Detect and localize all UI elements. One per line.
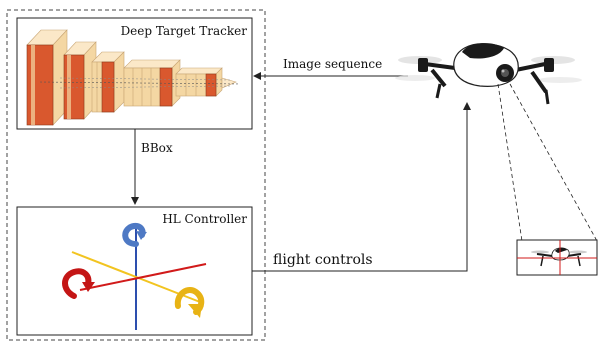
flight-controls-label: flight controls: [273, 252, 373, 268]
system-boundary: [6, 9, 266, 341]
camera-view-line: [509, 83, 598, 242]
pitch-rotation-icon: [174, 286, 205, 318]
bbox-label: BBox: [141, 141, 173, 155]
camera-view-line: [497, 83, 523, 242]
yaw-rotation-icon: [122, 222, 147, 247]
drone-icon: [395, 43, 582, 105]
hl-controller-box: HL Controller: [16, 206, 253, 336]
image-sequence-label: Image sequence: [283, 57, 382, 71]
flight-controls-arrow: [252, 102, 471, 272]
deep-target-tracker-box: Deep Target Tracker: [16, 17, 253, 130]
roll-rotation-icon: [62, 268, 95, 299]
tracker-title: Deep Target Tracker: [121, 24, 248, 38]
cnn-layers-icon: [26, 29, 241, 126]
drone-camera-view-icon: [516, 239, 598, 276]
controller-title: HL Controller: [162, 212, 247, 226]
